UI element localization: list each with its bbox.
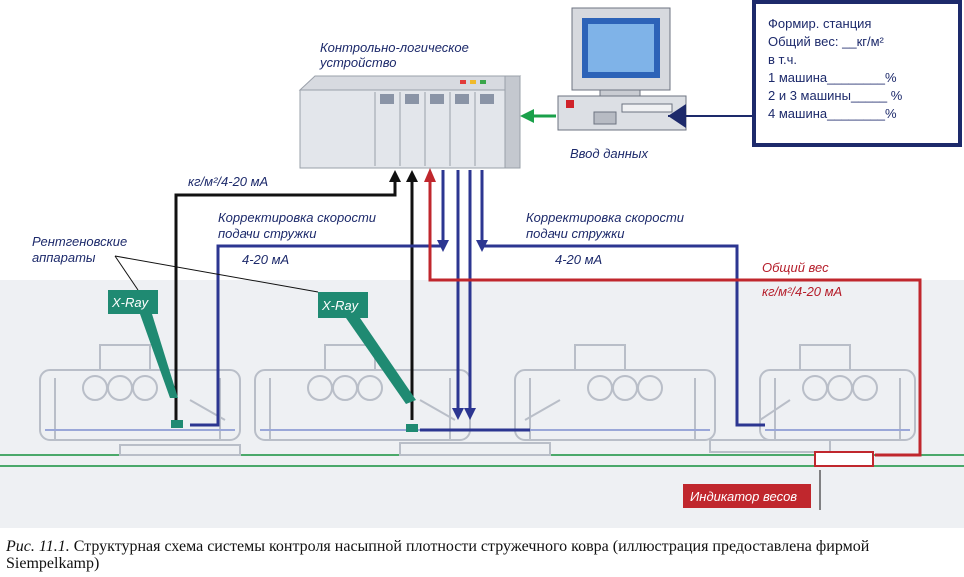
speed-control-arrow-right — [476, 240, 488, 252]
screen-line-1: Формир. станция — [768, 16, 871, 31]
speed-left-label-line1: Корректировка скорости — [218, 210, 376, 225]
xray-devices-label-line1: Рентгеновские — [32, 234, 127, 249]
speed-control-arrow-3 — [464, 408, 476, 420]
xray-tag-2-label: X-Ray — [321, 298, 360, 313]
caption-lead: Рис. 11.1. — [6, 538, 70, 555]
speed-control-arrow-left — [437, 240, 449, 252]
xray-pointer-2 — [346, 318, 416, 404]
caption-text: Структурная схема системы контроля насып… — [6, 538, 870, 572]
xray-tag-1 — [108, 290, 158, 314]
speed-left-label-line2: подачи стружки — [218, 226, 316, 241]
total-weight-label: Общий вес — [762, 260, 829, 275]
forming-machine-1 — [39, 344, 241, 456]
speed-control-line-left — [190, 170, 445, 427]
screen-line-2: Общий вес: __кг/м² — [768, 34, 885, 49]
screen-line-6: 4 машина________% — [768, 106, 897, 121]
xray-tag-1-label: X-Ray — [111, 295, 150, 310]
screen-line-4: 1 машина________% — [768, 70, 897, 85]
plc-title-line2: устройство — [319, 55, 396, 70]
ma-right-label: 4-20 мА — [555, 252, 602, 267]
signal-left-label: кг/м²/4-20 мА — [188, 174, 268, 189]
weight-indicator-label: Индикатор весов — [690, 489, 797, 504]
xray-sensor-2 — [406, 424, 418, 432]
figure-caption: Рис. 11.1. Структурная схема системы кон… — [6, 538, 956, 572]
weight-sensor — [814, 451, 874, 467]
xray-pointer-1 — [140, 314, 178, 398]
screen-connector-head — [668, 104, 686, 128]
speed-control-line-right — [480, 170, 765, 427]
plc-title-line1: Контрольно-логическое — [320, 40, 469, 55]
xray-tag-2 — [318, 292, 368, 318]
density-signal-arrow-center — [406, 170, 418, 182]
screen-line-5: 2 и 3 машины_____ % — [768, 88, 903, 103]
screen-line-3: в т.ч. — [768, 52, 797, 67]
ma-left-label: 4-20 мА — [242, 252, 289, 267]
weight-indicator-badge — [683, 484, 811, 508]
xray-leader-2 — [114, 255, 319, 293]
xray-sensor-1 — [171, 420, 183, 428]
computer-icon — [557, 7, 687, 131]
speed-right-label-line2: подачи стружки — [526, 226, 624, 241]
speed-right-label-line1: Корректировка скорости — [526, 210, 684, 225]
data-input-label: Ввод данных — [570, 146, 648, 161]
density-signal-line-left — [174, 180, 397, 420]
central-coupling — [399, 442, 551, 456]
diagram: Контрольно-логическое устройство Ввод да… — [0, 0, 964, 528]
xray-leader-1 — [114, 255, 139, 291]
forming-machine-4 — [709, 344, 916, 453]
xray-devices-label-line2: аппараты — [32, 250, 96, 265]
plc-device — [298, 75, 522, 169]
total-weight-arrow — [424, 168, 436, 182]
speed-control-arrow-2 — [452, 408, 464, 420]
density-signal-arrow-left — [389, 170, 401, 182]
total-weight-signal-label: кг/м²/4-20 мА — [762, 284, 842, 299]
data-link-arrowhead — [520, 109, 534, 123]
total-weight-line — [428, 182, 922, 457]
station-screen-box — [752, 0, 962, 147]
